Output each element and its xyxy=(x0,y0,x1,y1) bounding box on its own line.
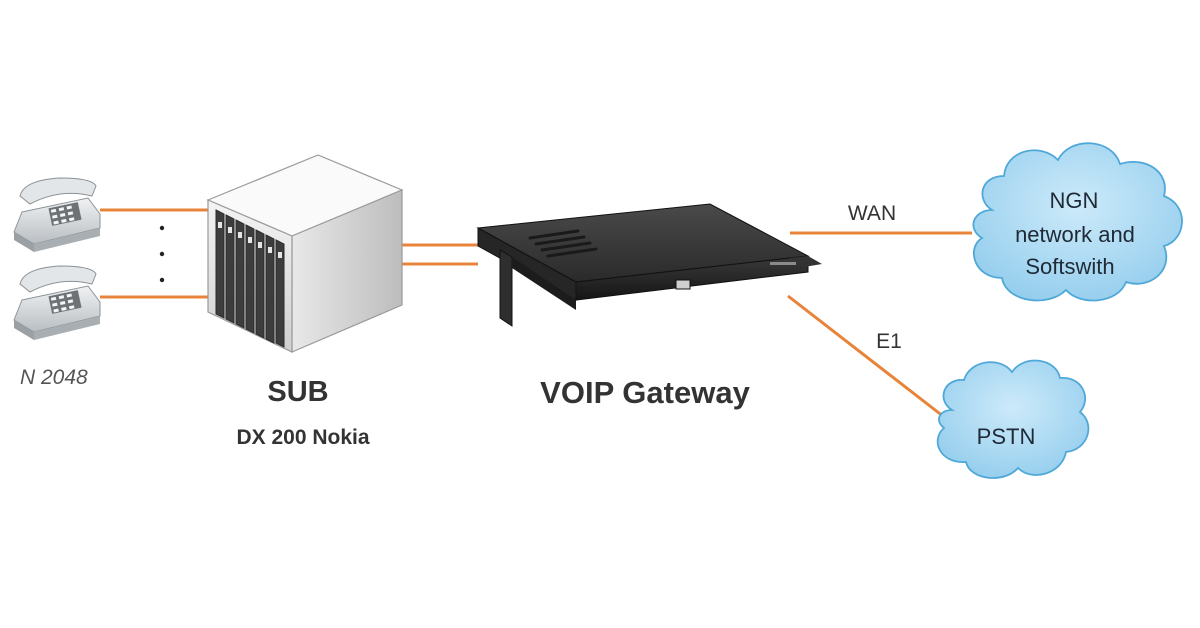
switch-subtitle: DX 200 Nokia xyxy=(236,426,369,449)
ngn-cloud-label-line1: NGN xyxy=(1050,188,1099,213)
gateway-title: VOIP Gateway xyxy=(540,375,750,410)
pstn-cloud-icon xyxy=(936,359,1090,479)
ngn-cloud-icon xyxy=(972,142,1183,302)
phone-count-label: N 2048 xyxy=(20,366,88,389)
telephone-icon-top xyxy=(13,177,101,252)
switch-title: SUB xyxy=(267,376,328,408)
ellipsis-dots xyxy=(159,225,165,283)
ngn-cloud-label-line3: Softswith xyxy=(1025,254,1114,279)
ngn-cloud-label-line2: network and xyxy=(1015,222,1135,247)
wan-link-label: WAN xyxy=(848,202,896,225)
e1-link xyxy=(787,294,949,422)
switch-cabinet-icon xyxy=(206,154,404,353)
voip-gateway-device-icon xyxy=(476,203,822,327)
e1-link-label: E1 xyxy=(876,330,902,353)
telephone-icon-bottom xyxy=(13,265,101,340)
pstn-cloud-label: PSTN xyxy=(977,424,1036,449)
